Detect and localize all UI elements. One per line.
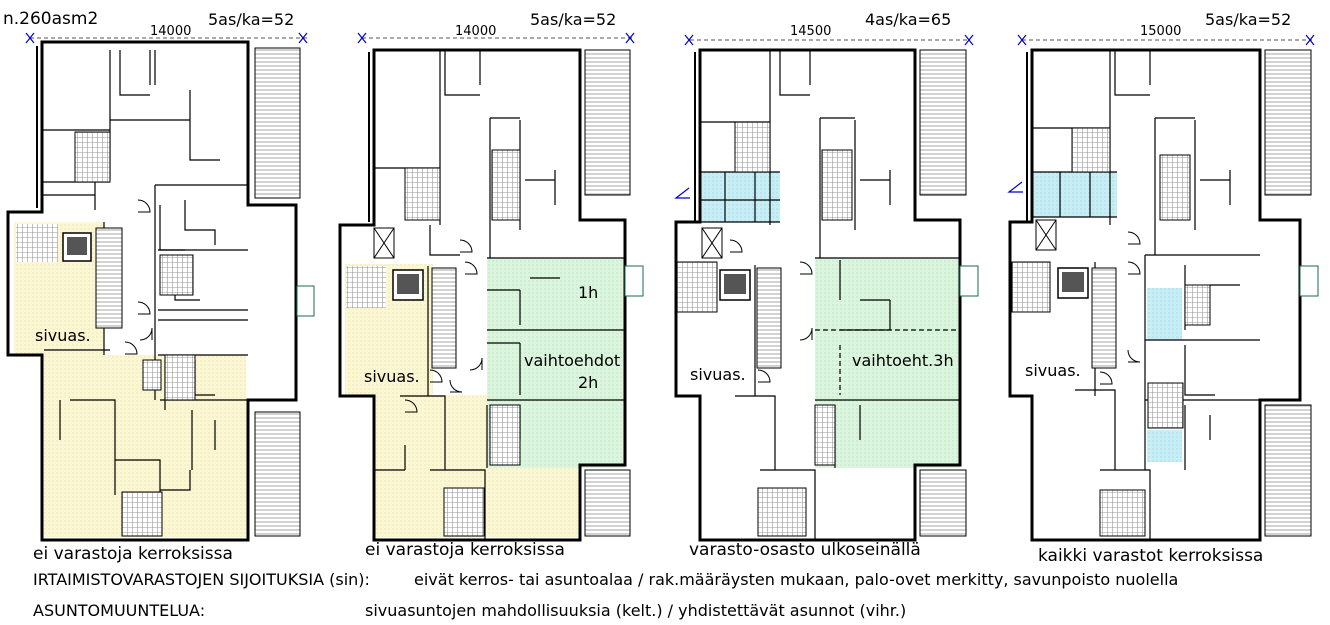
plan-2: 14000 5as/ka=52 [338,10,644,560]
room-label-sivuas: sivuas. [35,326,91,345]
room-label-1h: 1h [578,283,598,302]
ratio-label: 5as/ka=52 [530,10,616,29]
ratio-label: 5as/ka=52 [1205,10,1291,29]
room-label-vaihtoehdot: vaihtoehdot [524,351,620,370]
dimension-label: 14500 [790,24,831,39]
project-code: n.260asm2 [3,9,98,29]
note-storage-label: IRTAIMISTOVARASTOJEN SIJOITUKSIA (sin): [33,570,370,589]
room-label-sivuas: sivuas. [1025,361,1081,380]
dimension-label: 14000 [455,24,496,39]
plan-caption: varasto-osasto ulkoseinällä [689,540,921,560]
note-conversion-text: sivuasuntojen mahdollisuuksia (kelt.) / … [365,601,906,620]
plan-3: 14500 4as/ka=65 [674,10,979,560]
plan-caption: ei varastoja kerroksissa [365,540,565,560]
room-label-sivuas: sivuas. [364,367,420,386]
room-label-sivuas: sivuas. [690,365,746,384]
ratio-label: 4as/ka=65 [865,10,951,29]
note-storage-text: eivät kerros- tai asuntoalaa / rak.määrä… [414,570,1178,589]
plan-1: 14000 5as/ka=52 [6,10,315,564]
dimension-label: 14000 [150,24,191,39]
plan-4: 15000 5as/ka=52 [1007,10,1319,566]
ratio-label: 5as/ka=52 [208,10,294,29]
room-label-2h: 2h [578,373,598,392]
plan-caption: ei varastoja kerroksissa [33,544,233,564]
note-conversion-label: ASUNTOMUUNTELUA: [33,601,205,620]
plan-caption: kaikki varastot kerroksissa [1038,546,1263,566]
room-label-vaihtoeht-3h: vaihtoeht.3h [852,351,954,370]
dimension-label: 15000 [1140,24,1181,39]
